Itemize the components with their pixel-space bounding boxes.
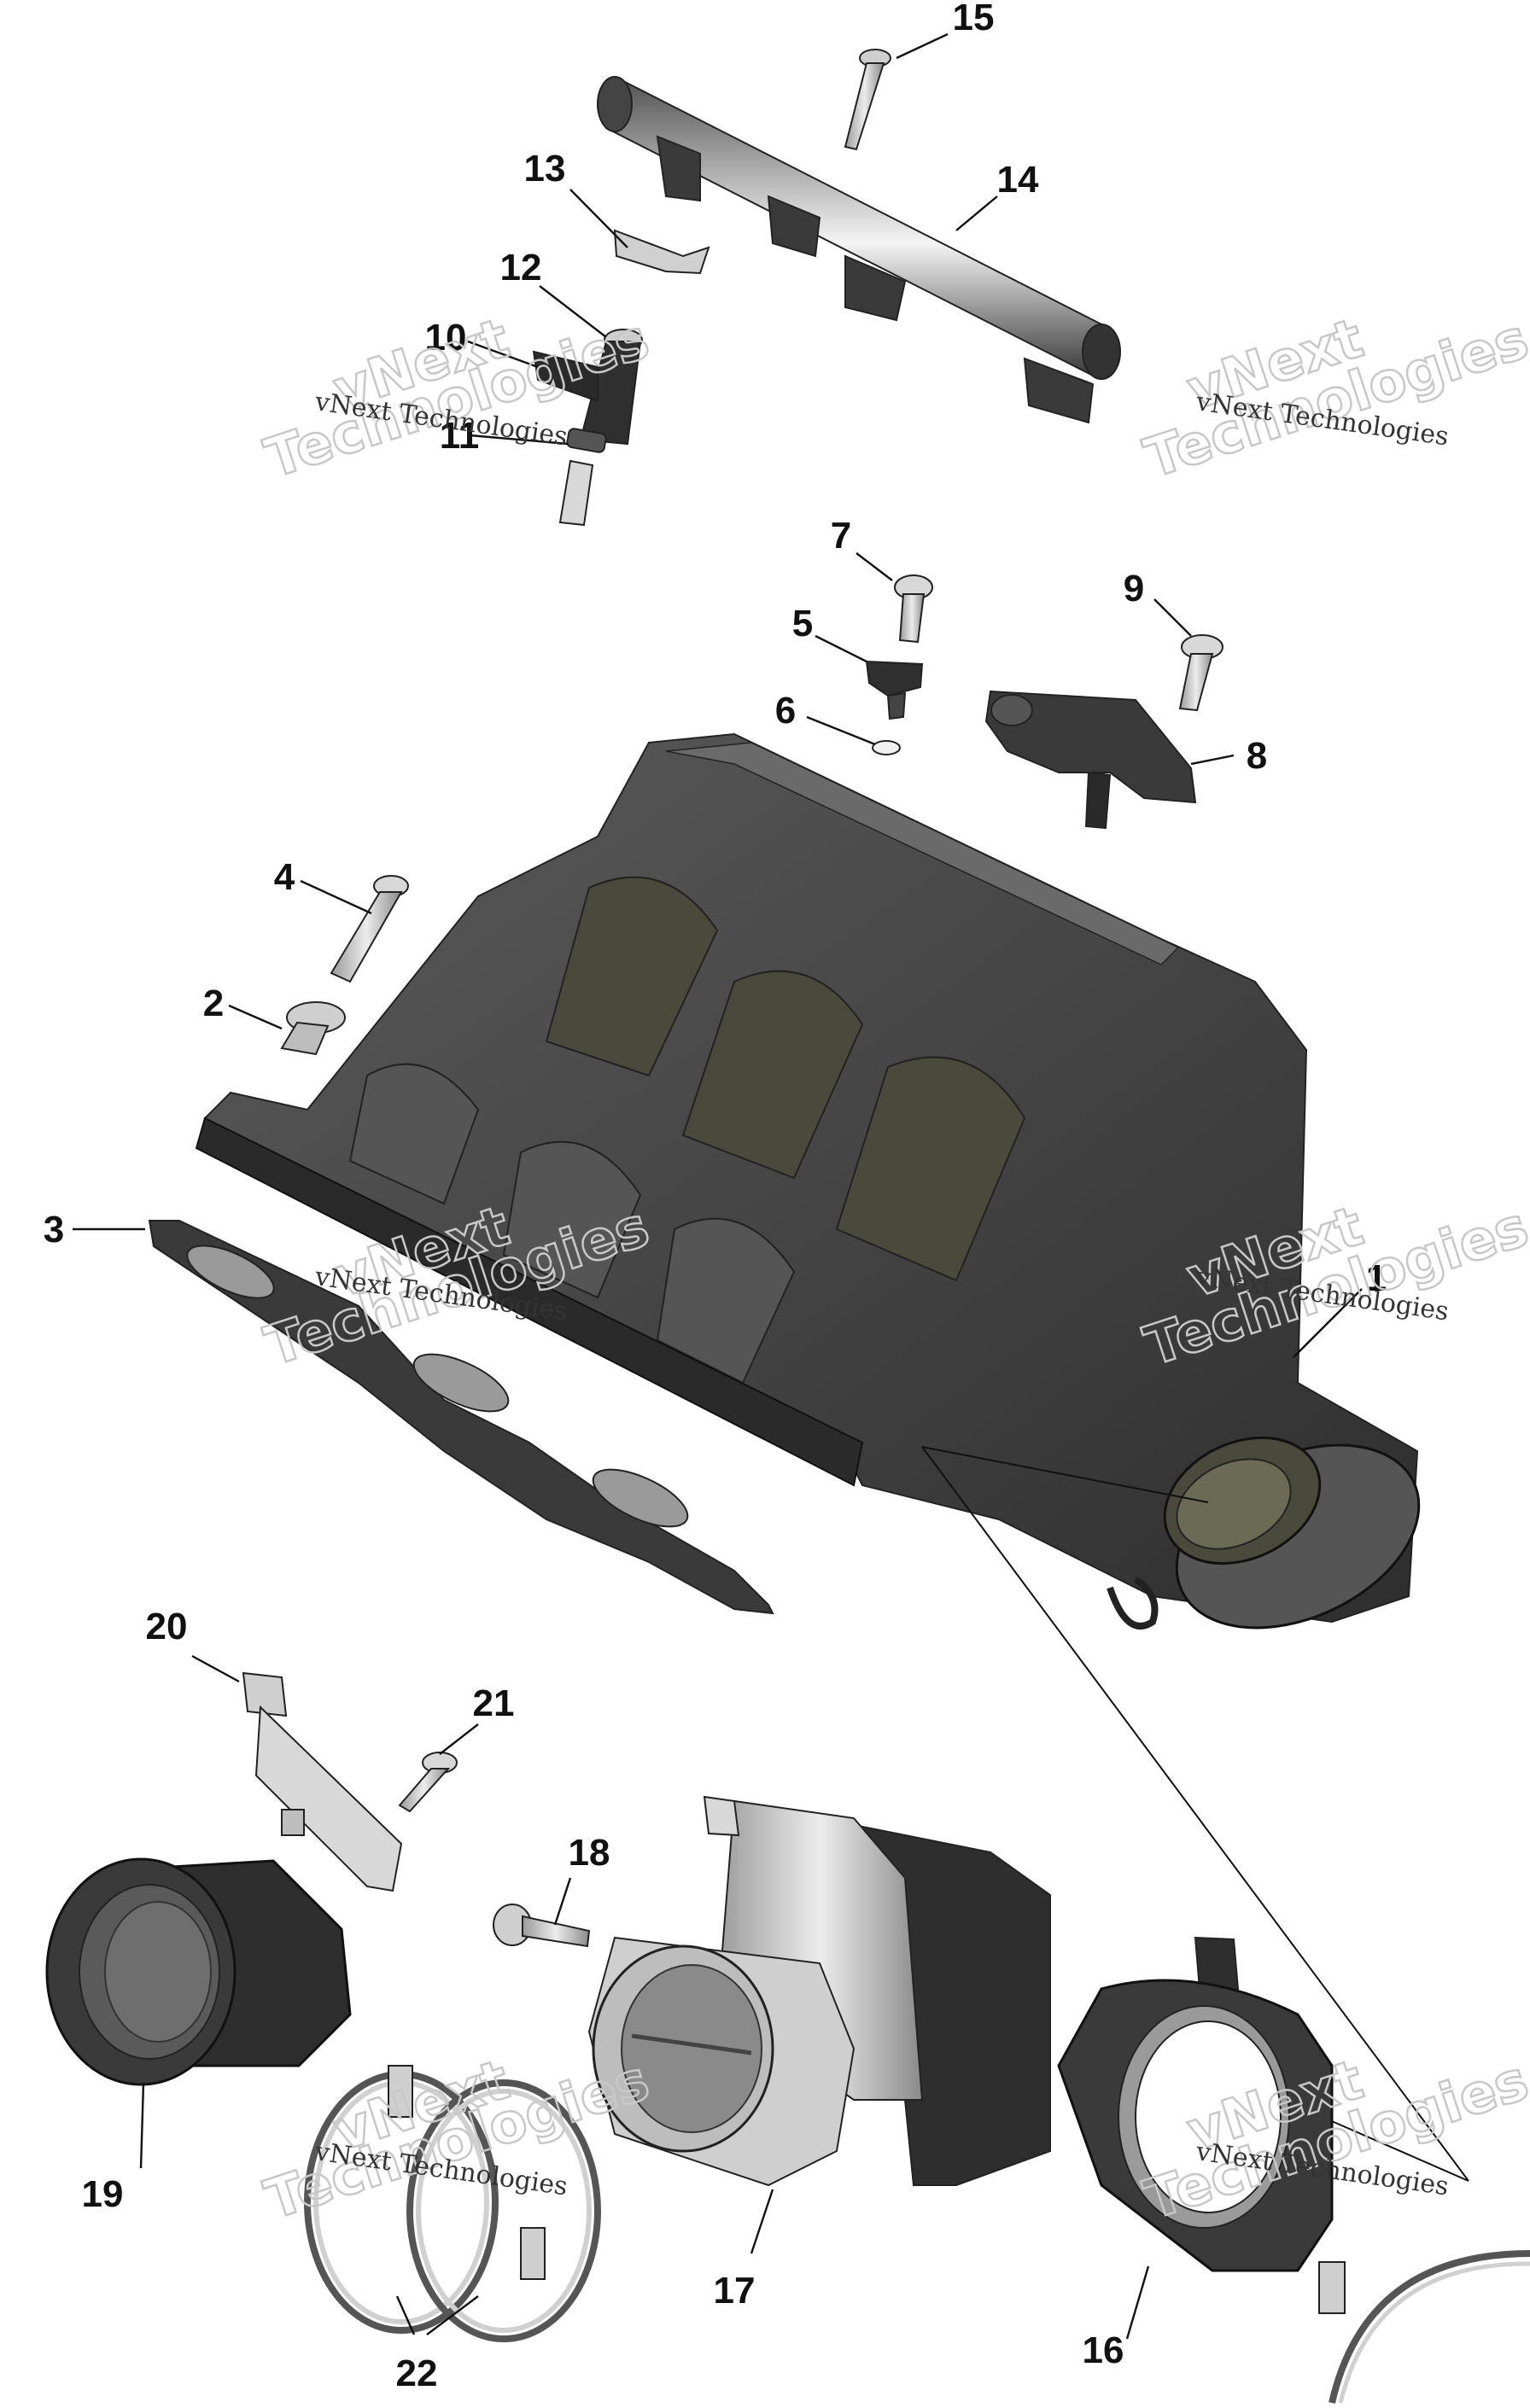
gasket-3 <box>148 1220 774 1615</box>
assembly-guide-lines <box>921 1446 1469 2182</box>
adapter-16 <box>1057 1936 1334 2272</box>
screw-9 <box>1178 634 1223 712</box>
rubber-coupler-19 <box>45 1857 352 2086</box>
callout-20: 20 <box>146 1606 188 1647</box>
intake-manifold <box>195 732 1421 1630</box>
clip-13 <box>613 229 710 275</box>
screw-21 <box>398 1752 458 1813</box>
callout-15: 15 <box>953 0 995 38</box>
callout-labels: 15 14 13 12 10 11 7 5 6 9 8 4 2 3 1 20 2… <box>44 0 1387 2394</box>
callout-11: 11 <box>440 415 480 457</box>
callout-13: 13 <box>524 148 566 189</box>
leader-lines <box>73 32 1363 2340</box>
callout-19: 19 <box>82 2173 124 2215</box>
callout-9: 9 <box>1124 568 1144 609</box>
callout-12: 12 <box>500 247 542 289</box>
watermark-top-right: vNext Technologies vNext Technologies <box>1136 306 1530 493</box>
sensor-5 <box>865 660 924 720</box>
callout-4: 4 <box>274 856 295 898</box>
map-sensor-8 <box>984 690 1197 830</box>
bolt-4 <box>330 875 409 983</box>
sensor-20 <box>242 1671 403 1892</box>
spacer-2 <box>280 1001 346 1056</box>
callout-2: 2 <box>203 982 224 1024</box>
callout-21: 21 <box>473 1682 515 1724</box>
callout-14: 14 <box>997 159 1039 201</box>
callout-1: 1 <box>1366 1257 1387 1299</box>
callout-5: 5 <box>792 603 813 644</box>
callout-22: 22 <box>396 2353 438 2394</box>
callout-6: 6 <box>775 690 796 732</box>
o-ring-6 <box>872 740 901 755</box>
callout-8: 8 <box>1247 735 1267 777</box>
fuel-injector <box>532 329 643 527</box>
callout-3: 3 <box>44 1209 64 1251</box>
screw-15 <box>844 49 891 151</box>
callout-7: 7 <box>831 515 851 557</box>
clamp-right-edge <box>1318 2250 1530 2404</box>
screw-18 <box>493 1904 591 1948</box>
clamps-22 <box>304 2065 601 2342</box>
fuel-rail <box>597 76 1121 424</box>
callout-10: 10 <box>425 317 467 359</box>
callout-16: 16 <box>1083 2329 1124 2371</box>
callout-18: 18 <box>569 1832 610 1874</box>
screw-7 <box>894 574 933 644</box>
callout-17: 17 <box>714 2270 756 2312</box>
throttle-body-17 <box>587 1795 1051 2187</box>
